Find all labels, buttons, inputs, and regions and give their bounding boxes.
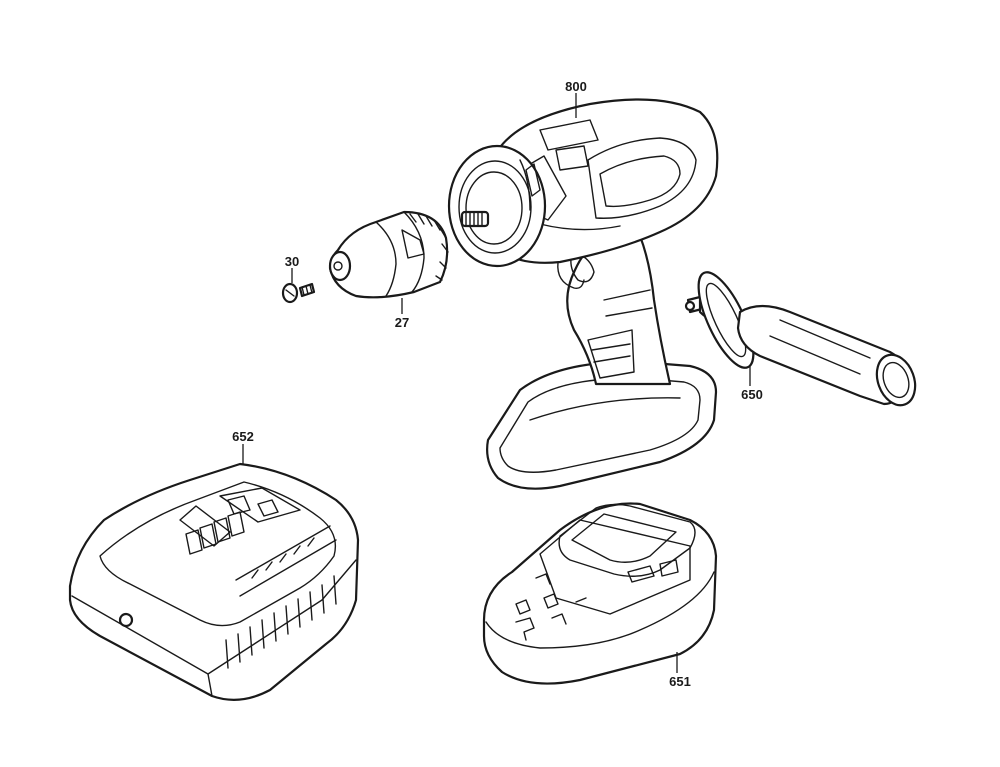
drill-body-part (447, 98, 719, 490)
chuck-part (328, 210, 449, 299)
charger-part (68, 462, 360, 701)
callout-651: 651 (669, 674, 691, 689)
callout-650: 650 (741, 387, 763, 402)
callout-800: 800 (565, 79, 587, 94)
callout-652: 652 (232, 429, 254, 444)
aux-handle-part (684, 271, 917, 407)
callout-30: 30 (285, 254, 299, 269)
screw-part (281, 282, 316, 304)
callout-27: 27 (395, 315, 409, 330)
battery-part (482, 502, 718, 685)
